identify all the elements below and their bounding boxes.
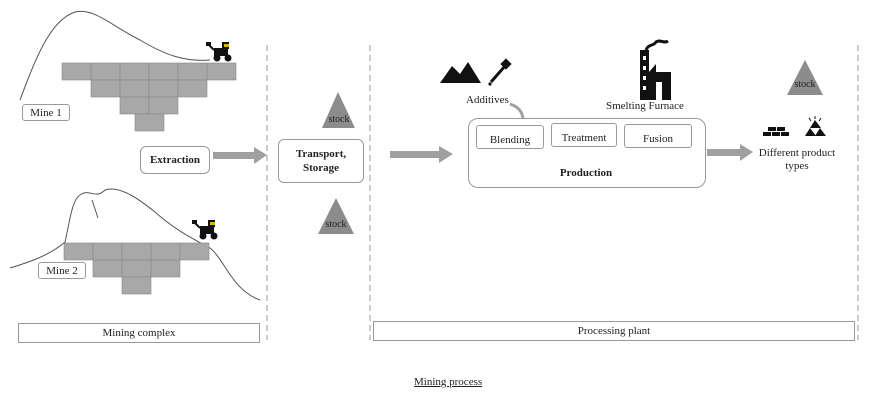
arrow-production-to-products [707,144,753,161]
arrow-extraction-to-transport [213,147,267,164]
product-types-label: Different product types [752,147,842,173]
mine2-label: Mine 2 [38,262,86,279]
mine1-pit-blocks [61,62,237,132]
storage-label: Storage [302,162,340,174]
stock-label-plant: stock [794,79,816,90]
mine1-label: Mine 1 [22,104,70,121]
fusion-box: Fusion [624,124,692,148]
arrow-transport-to-production [390,146,453,163]
excavator-icon [206,42,232,62]
processing-plant-bar: Processing plant [373,321,855,341]
excavator-icon [192,220,218,240]
mine2-mountain-outline [9,188,261,301]
stock-triangle-top [322,92,355,128]
mine2-crack [91,199,99,219]
stock-triangle-plant [787,60,823,95]
stock-label-bottom: stock [325,219,347,230]
product-types-line2: types [785,160,809,172]
transport-storage-box: Transport, Storage [278,139,364,183]
mountain-icon [440,62,481,83]
mining-complex-bar: Mining complex [18,323,260,343]
figure-caption: Mining process [414,376,483,388]
mine1-mountain-outline [19,10,211,101]
production-label: Production [559,167,613,179]
gold-bars-icon [805,116,826,136]
extraction-box: Extraction [140,146,210,174]
additives-label: Additives [466,94,509,106]
gold-bars-icon [763,127,789,136]
transport-label: Transport, [295,148,347,160]
stock-triangle-bottom [318,198,354,234]
treatment-box: Treatment [551,123,617,147]
smelting-furnace-label: Smelting Furnace [606,100,684,112]
mine2-pit-blocks [63,242,210,295]
blending-box: Blending [476,125,544,149]
factory-icon [640,39,671,100]
dropper-icon [488,58,512,86]
stock-label-top: stock [328,114,350,125]
product-types-line1: Different product [758,147,836,159]
